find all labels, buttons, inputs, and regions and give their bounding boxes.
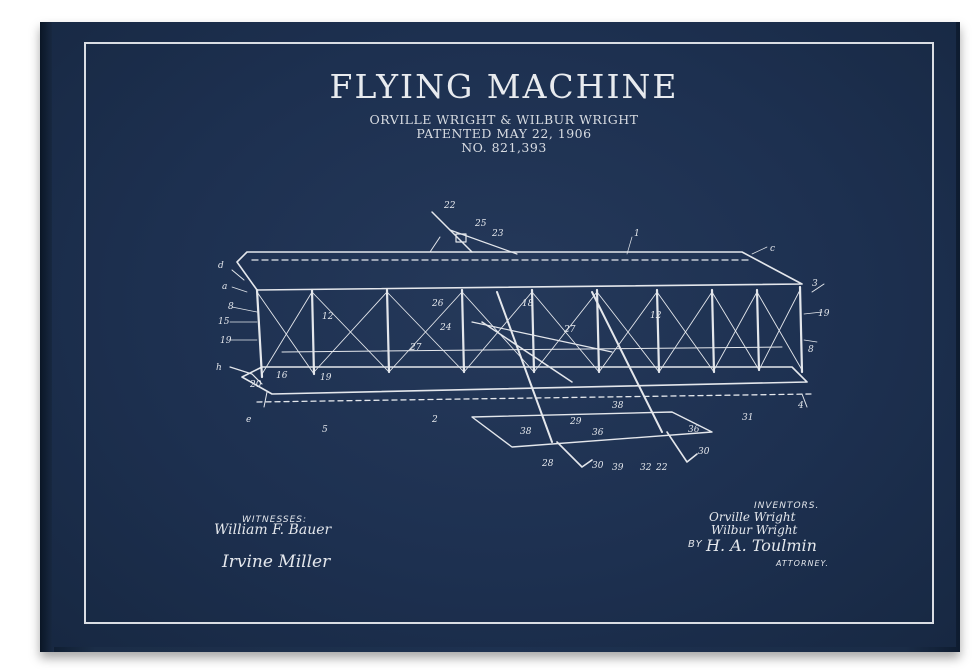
drawing-label: 1: [634, 229, 640, 239]
drawing-label: a: [222, 282, 227, 292]
drawing-label: 5: [322, 425, 328, 435]
attorney-label: ATTORNEY.: [776, 559, 829, 568]
flying-machine-drawing: 22 25 23 1 c d a 8 15 19 h 20 16 19 12 2…: [216, 201, 830, 473]
drawing-label: 32: [640, 463, 652, 473]
drawing-label: 20: [249, 380, 262, 390]
drawing-label: 23: [491, 229, 504, 239]
drawing-label: 18: [522, 299, 534, 309]
drawing-label: 26: [431, 299, 444, 309]
drawing-label: 24: [439, 323, 452, 333]
drawing-label: 16: [276, 371, 288, 381]
canvas-side: [40, 22, 54, 652]
inventor-signature-1: Orville Wright: [709, 510, 796, 524]
drawing-label: d: [218, 261, 224, 271]
inventors-label: INVENTORS.: [754, 501, 820, 511]
drawing-label: c: [770, 244, 775, 254]
blueprint-canvas: FLYING MACHINE ORVILLE WRIGHT & WILBUR W…: [52, 22, 956, 647]
witness-signature-1: William F. Bauer: [214, 522, 332, 538]
drawing-label: e: [246, 415, 251, 425]
drawing-label: 22: [443, 201, 456, 211]
blueprint-title: FLYING MACHINE: [329, 67, 679, 106]
drawing-label: 2: [431, 415, 438, 425]
drawing-label: 3: [812, 279, 818, 289]
drawing-label: 12: [650, 311, 662, 321]
drawing-label: 36: [592, 428, 604, 438]
drawing-label: 38: [520, 427, 532, 437]
inventor-signature-2: Wilbur Wright: [711, 523, 798, 537]
drawing-label: 27: [563, 325, 576, 335]
drawing-label: 31: [742, 413, 753, 423]
drawing-label: 29: [569, 417, 582, 427]
drawing-label: 27: [409, 343, 422, 353]
drawing-label: 19: [320, 373, 332, 383]
drawing-label: 19: [818, 309, 830, 319]
drawing-label: 30: [592, 461, 604, 471]
drawing-label: 12: [322, 312, 334, 322]
drawing-label: 8: [228, 302, 234, 312]
drawing-label: 39: [612, 463, 624, 473]
drawing-label: 19: [220, 336, 232, 346]
blueprint-border: [84, 42, 934, 624]
drawing-label: 8: [808, 345, 814, 355]
drawing-label: 4: [797, 401, 804, 411]
drawing-label: 25: [474, 219, 487, 229]
inventors-line: ORVILLE WRIGHT & WILBUR WRIGHT: [369, 112, 639, 127]
drawing-label: h: [216, 363, 222, 373]
drawing-label: 38: [612, 401, 624, 411]
witness-signature-2: Irvine Miller: [222, 552, 331, 572]
patent-date: PATENTED MAY 22, 1906: [416, 126, 592, 141]
by-label: BY: [688, 539, 703, 550]
patent-number: NO. 821,393: [461, 140, 547, 155]
drawing-label: 15: [218, 317, 230, 327]
drawing-label: 36: [688, 425, 700, 435]
drawing-label: 22: [655, 463, 668, 473]
drawing-label: 30: [698, 447, 710, 457]
witnesses-label: WITNESSES:: [242, 515, 308, 525]
attorney-signature: H. A. Toulmin: [706, 536, 817, 555]
drawing-label: 28: [541, 459, 554, 469]
